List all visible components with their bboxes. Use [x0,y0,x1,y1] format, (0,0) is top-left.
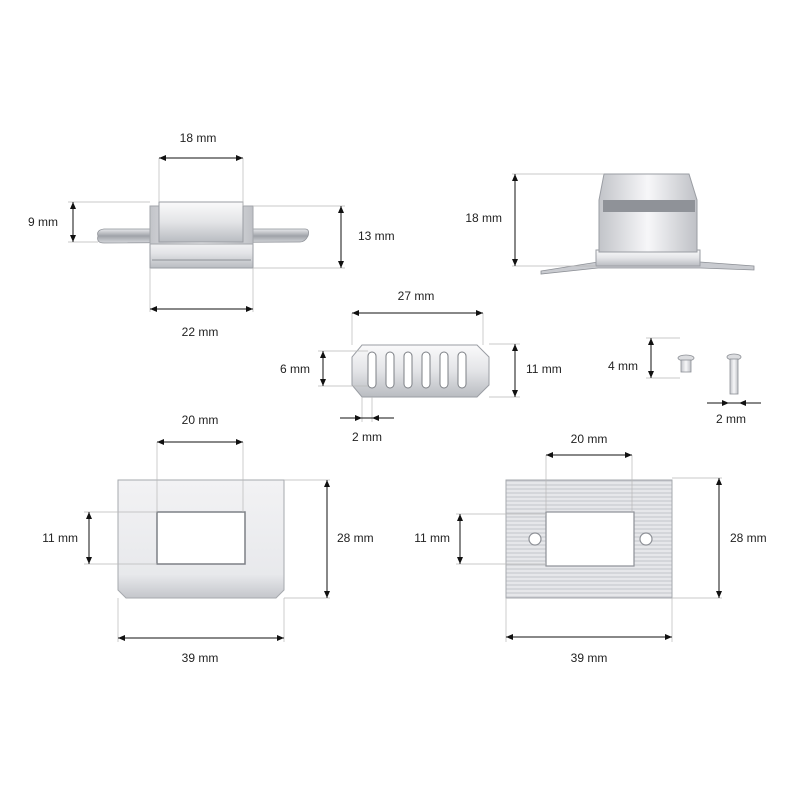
front-frame [117,479,285,599]
arrow-head [648,371,654,378]
slotted-plate-height-label: 11 mm [526,362,562,376]
dimension-lines [68,155,761,642]
arrow-head [512,390,518,397]
arrow-head [372,415,379,421]
arrow-head [546,452,553,458]
arrow-head [338,261,344,268]
back-plate-hole-left [528,532,542,546]
front-frame-plate [117,479,285,599]
arrow-head [739,400,746,406]
arrow-head [277,635,284,641]
arrow-head [246,306,253,312]
arrow-head [320,351,326,358]
clasp-side-height-label: 18 mm [465,211,502,225]
slot [439,351,449,389]
arrow-head [355,415,362,421]
arrow-head [118,635,125,641]
arrow-head [324,591,330,598]
slot [385,351,395,389]
rivet-left [677,354,695,373]
rivet-width-label: 2 mm [716,412,746,426]
arrow-head [352,310,359,316]
arrow-head [159,155,166,161]
rivets [677,353,742,395]
arrow-head [716,591,722,598]
arrow-head [324,480,330,487]
arrow-head [722,400,729,406]
back-plate-width-label: 39 mm [570,651,608,665]
arrow-head [320,379,326,386]
slotted-plate-slots [367,351,467,389]
arrow-head [157,439,164,445]
clasp-front-top-width-label: 18 mm [179,131,217,145]
slot [457,351,467,389]
arrow-head [648,338,654,345]
rivet-height-label: 4 mm [608,359,638,373]
arrow-head [457,514,463,521]
slotted-plate-slot-width-label: 2 mm [352,430,382,444]
clasp-front-top [158,201,244,243]
front-frame-width-label: 39 mm [181,651,219,665]
front-frame-opening-width-label: 20 mm [181,413,219,427]
back-plate-opening-width-label: 20 mm [570,432,608,446]
arrow-head [150,306,157,312]
arrow-head [86,512,92,519]
arrow-head [338,206,344,213]
slotted-plate-slot-height-label: 6 mm [280,362,310,376]
arrow-head [625,452,632,458]
arrow-head [457,557,463,564]
back-plate-opening-edge [545,511,635,567]
arrow-head [476,310,483,316]
arrow-head [236,155,243,161]
arrow-head [512,259,518,266]
back-plate-hole-right [639,532,653,546]
slotted-plate [351,344,490,398]
back-plate [505,479,673,599]
clasp-front-left-height-label: 9 mm [28,215,58,229]
front-frame-opening-height-label: 11 mm [42,531,78,545]
clasp-side-groove [603,200,695,212]
slot [421,351,431,389]
back-plate-height-label: 28 mm [730,531,767,545]
clasp-side-body [598,173,698,253]
arrow-head [665,634,672,640]
front-frame-height-label: 28 mm [337,531,374,545]
arrow-head [86,557,92,564]
arrow-head [70,235,76,242]
arrow-head [512,174,518,181]
front-frame-opening-edge [156,511,246,565]
arrow-head [716,478,722,485]
arrow-head [236,439,243,445]
arrow-head [506,634,513,640]
clasp-side-view [540,173,755,275]
slot [367,351,377,389]
arrow-head [512,344,518,351]
slot [403,351,413,389]
clasp-front-right-height-label: 13 mm [358,229,395,243]
back-plate-opening-height-label: 11 mm [414,531,450,545]
clasp-front-bottom-width-label: 22 mm [181,325,219,339]
rivet-right [726,353,742,395]
arrow-head [70,202,76,209]
clasp-front-view [97,201,309,269]
slotted-plate-width-label: 27 mm [397,289,435,303]
